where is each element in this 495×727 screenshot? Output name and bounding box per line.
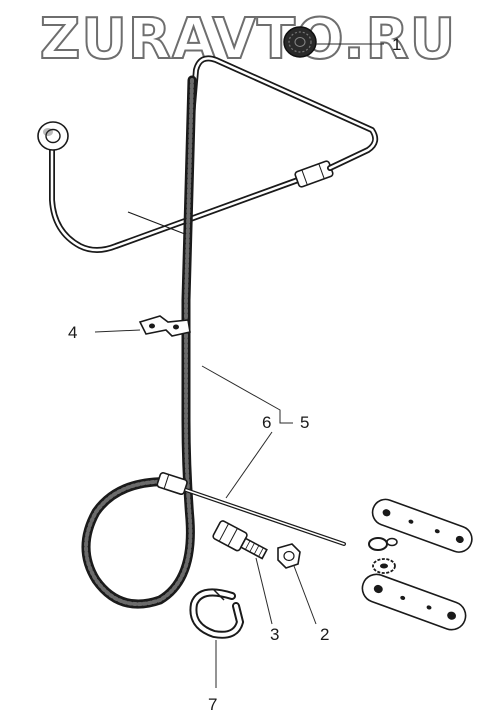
mounting-rod [127,211,191,237]
leader-2 [293,565,317,625]
leader-6 [225,431,273,499]
leader-5 [201,365,293,424]
hose-end-fitting [156,472,188,496]
callout-3: 3 [270,625,279,644]
nut-part-2 [277,543,301,569]
lower-mounting-plate [361,573,467,631]
callout-5: 5 [300,413,309,432]
pipe-triangle-loop [187,55,379,171]
pipe-union-nut [294,160,334,188]
callout-4: 4 [68,323,77,342]
leader-3 [255,557,273,625]
hose-clip-part-4 [138,315,191,337]
leader-lines [94,43,384,688]
watermark-logo: ZURAVTO.RU [40,7,457,72]
outgoing-pipe [184,488,346,546]
rigid-brake-pipe [49,147,301,253]
lock-washer [368,537,398,551]
callout-6: 6 [262,413,271,432]
fitting-bolt-part-3 [212,520,268,560]
grommet-part-1 [283,26,317,58]
callout-2: 2 [320,625,329,644]
upper-mounting-plate [371,498,473,553]
flexible-brake-hose [81,75,197,609]
toothed-washer [372,558,396,574]
callout-1: 1 [392,35,401,54]
banjo-eye-fitting [37,121,69,151]
leader-4 [94,329,141,333]
callout-7: 7 [208,695,217,714]
band-clamp-part-7 [189,588,245,639]
